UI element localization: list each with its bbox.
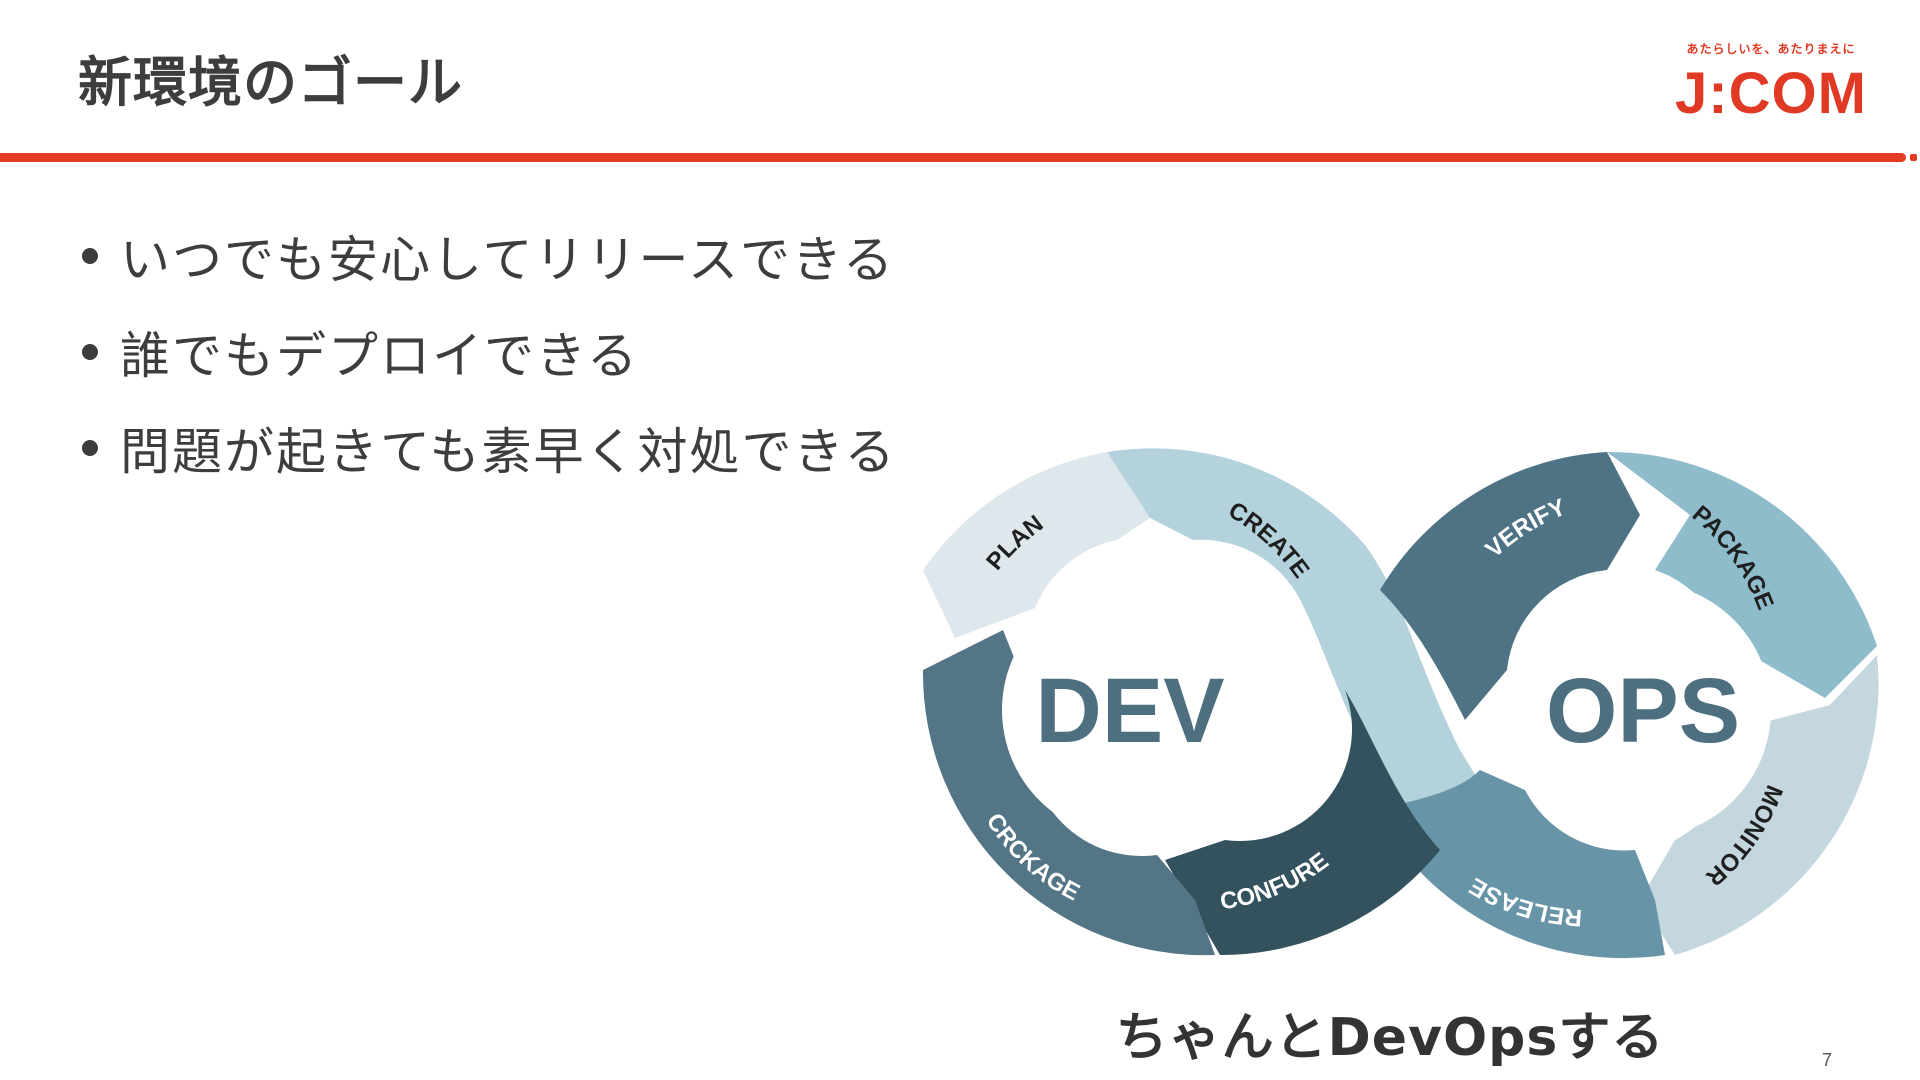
bullet-text: 誰でもデプロイできる [120,316,639,388]
brand-logo-block: あたらしいを、あたりまえに J:COM [1666,40,1876,123]
bullet-dot-icon [82,440,98,456]
bullet-dot-icon [82,248,98,264]
diagram-caption: ちゃんとDevOpsする [1110,995,1670,1070]
page-number: 7 [1822,1050,1832,1071]
header-divider-dot [1910,154,1917,161]
ops-hub-label: OPS [1546,660,1740,762]
slide-title: 新環境のゴール [78,38,463,117]
goal-bullet-list: いつでも安心してリリースできる 誰でもデプロイできる 問題が起きても素早く対処で… [82,208,897,496]
brand-tagline: あたらしいを、あたりまえに [1666,40,1876,57]
dev-hub-label: DEV [1035,660,1224,762]
header-divider [0,153,1906,162]
bullet-item: いつでも安心してリリースできる [82,208,897,304]
jcom-logo: J:COM [1666,65,1876,123]
bullet-item: 誰でもデプロイできる [82,304,897,400]
bullet-dot-icon [82,344,98,360]
bullet-text: 問題が起きても素早く対処できる [120,412,897,484]
bullet-text: いつでも安心してリリースできる [120,220,895,292]
bullet-item: 問題が起きても素早く対処できる [82,400,897,496]
devops-infinity-diagram: DEV OPS PLAN CREATE VERIFY PACKAGE MONIT… [895,430,1900,985]
